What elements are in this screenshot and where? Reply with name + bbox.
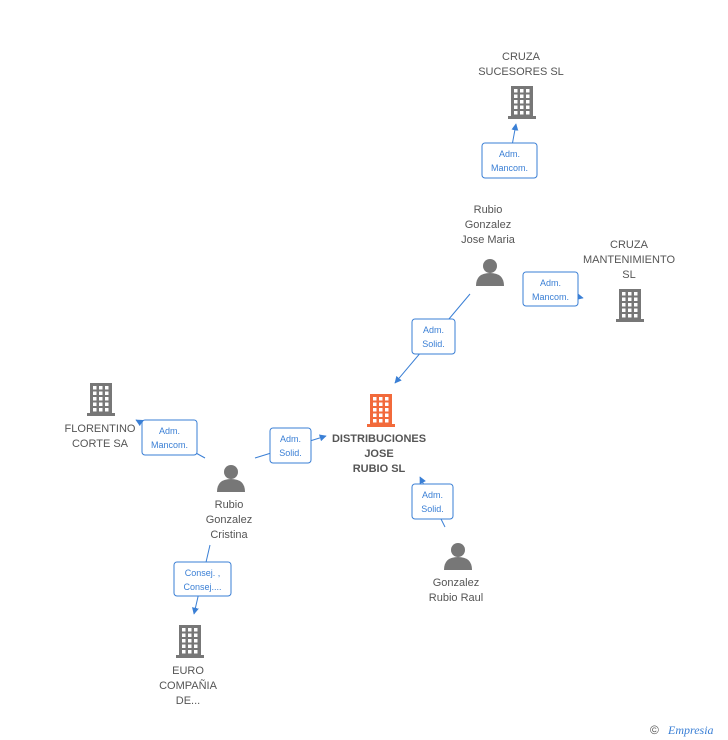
person-icon [444,543,472,570]
node-label-line: COMPAÑIA [159,679,218,692]
relation-label-box[interactable] [481,142,538,179]
person-icon [476,259,504,286]
relation-label-line: Adm. [159,426,180,436]
relation-label-box[interactable] [411,483,454,520]
node-label-line: RUBIO SL [353,463,406,475]
relation-label-line: Solid. [279,448,302,458]
relation-edge-e7: Consej. , Consej.... [173,544,232,615]
node-label-line: CRUZA [610,239,649,251]
person-icon [217,465,245,492]
node-label-line: SL [622,269,635,281]
building-icon [508,86,536,119]
relation-edge-e5: Adm. Solid. [254,427,327,464]
footer: © Empresia [650,723,714,737]
building-icon [87,383,115,416]
relation-label-line: Adm. [423,325,444,335]
node-label-line: MANTENIMIENTO [583,254,676,266]
node-label-line: Jose Maria [461,234,516,246]
relation-edge-e1: Adm. Mancom. [481,123,538,179]
relation-label-line: Solid. [422,339,445,349]
relation-label-box[interactable] [173,561,232,597]
node-label-line: Gonzalez [433,577,479,589]
node-label-line: Gonzalez [465,219,511,231]
relation-edge-e4: Adm. Mancom. [135,419,206,459]
relation-label-box[interactable] [269,427,312,464]
node-euro-compania[interactable]: EURO COMPAÑIA DE... [159,625,218,707]
node-label-line: CRUZA [502,51,541,63]
relation-label-line: Solid. [421,504,444,514]
node-cruza-sucesores[interactable]: CRUZA SUCESORES SL [478,51,564,119]
relation-label-line: Adm. [280,434,301,444]
relation-edge-e6: Adm. Solid. [411,476,454,528]
node-label-line: JOSE [364,448,393,460]
node-label-line: Rubio [215,499,244,511]
relation-edge-e2: Adm. Mancom. [522,271,584,307]
node-label-line: Rubio Raul [429,592,483,604]
relation-label-line: Adm. [499,149,520,159]
relation-label-line: Consej.... [183,582,221,592]
node-label-line: DISTRIBUCIONES [332,433,426,445]
node-label-line: DE... [176,695,200,707]
node-label-line: SUCESORES SL [478,66,564,78]
relation-label-line: Mancom. [491,163,528,173]
relation-label-box[interactable] [522,271,579,307]
relation-label-line: Mancom. [532,292,569,302]
node-label-line: Cristina [210,529,248,541]
relation-edge-e3: Adm. Solid. [394,293,471,384]
node-label-line: Gonzalez [206,514,252,526]
node-distribuciones[interactable]: DISTRIBUCIONES JOSE RUBIO SL [332,394,426,475]
building-icon [367,394,395,427]
brand-logo[interactable]: Empresia [667,723,714,737]
relation-label-line: Adm. [540,278,561,288]
node-label-line: EURO [172,665,204,677]
copyright-symbol: © [650,723,659,737]
relation-label-box[interactable] [411,318,456,355]
node-florentino[interactable]: FLORENTINO CORTE SA [65,383,136,450]
node-label-line: Rubio [474,204,503,216]
relation-label-line: Adm. [422,490,443,500]
building-icon [616,289,644,322]
relation-label-box[interactable] [141,419,198,456]
relation-label-line: Mancom. [151,440,188,450]
building-icon [176,625,204,658]
node-cruza-mantenimiento[interactable]: CRUZA MANTENIMIENTO SL [583,239,676,322]
relation-label-line: Consej. , [185,568,221,578]
node-label-line: FLORENTINO [65,423,136,435]
node-label-line: CORTE SA [72,438,129,450]
